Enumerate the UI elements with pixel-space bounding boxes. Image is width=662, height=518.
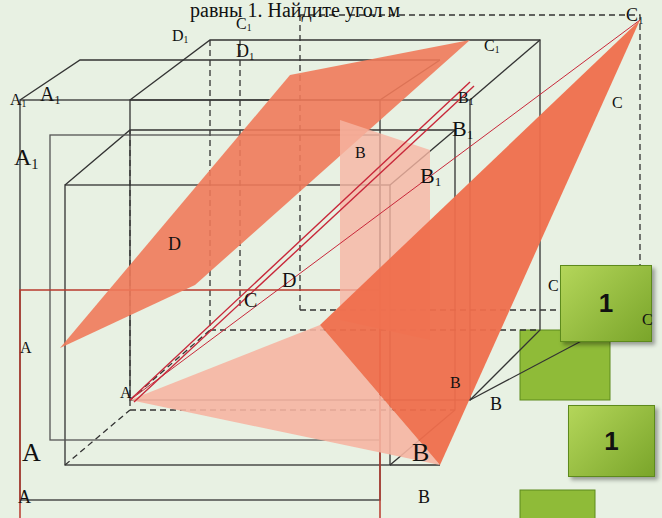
- vertex-label: A: [22, 440, 41, 466]
- vertex-label: B: [450, 375, 461, 391]
- vertex-label: B: [418, 488, 430, 506]
- vertex-label: A1: [10, 92, 26, 109]
- green-tile: [520, 490, 595, 518]
- green-tile: 1: [560, 265, 652, 342]
- green-tile: 1: [568, 405, 655, 477]
- vertex-label: A1: [40, 84, 60, 106]
- vertex-label: D1: [236, 42, 254, 61]
- vertex-label: C: [548, 278, 559, 294]
- vertex-label: C1: [236, 16, 251, 33]
- vertex-label: C: [612, 95, 623, 111]
- vertex-label: D1: [172, 28, 188, 45]
- vertex-label: A: [20, 340, 32, 356]
- problem-text: равны 1. Найдите угол м: [190, 0, 400, 20]
- vertex-label: D: [282, 270, 296, 290]
- vertex-label: C1: [484, 38, 499, 55]
- vertex-label: C: [642, 312, 653, 328]
- vertex-label: B1: [452, 118, 473, 142]
- vertex-label: A1: [14, 145, 39, 171]
- vertex-label: A: [18, 488, 31, 506]
- tile-number: 1: [604, 426, 618, 457]
- vertex-label: B: [490, 395, 502, 413]
- vertex-label: C1: [626, 6, 643, 25]
- vertex-label: C: [244, 290, 257, 310]
- vertex-label: B: [412, 440, 429, 466]
- vertex-label: A: [120, 385, 132, 401]
- vertex-label: B1: [458, 90, 473, 107]
- vertex-label: B1: [420, 165, 441, 189]
- vertex-label: D: [168, 235, 181, 253]
- vertex-label: B: [355, 145, 366, 161]
- tile-number: 1: [599, 288, 613, 319]
